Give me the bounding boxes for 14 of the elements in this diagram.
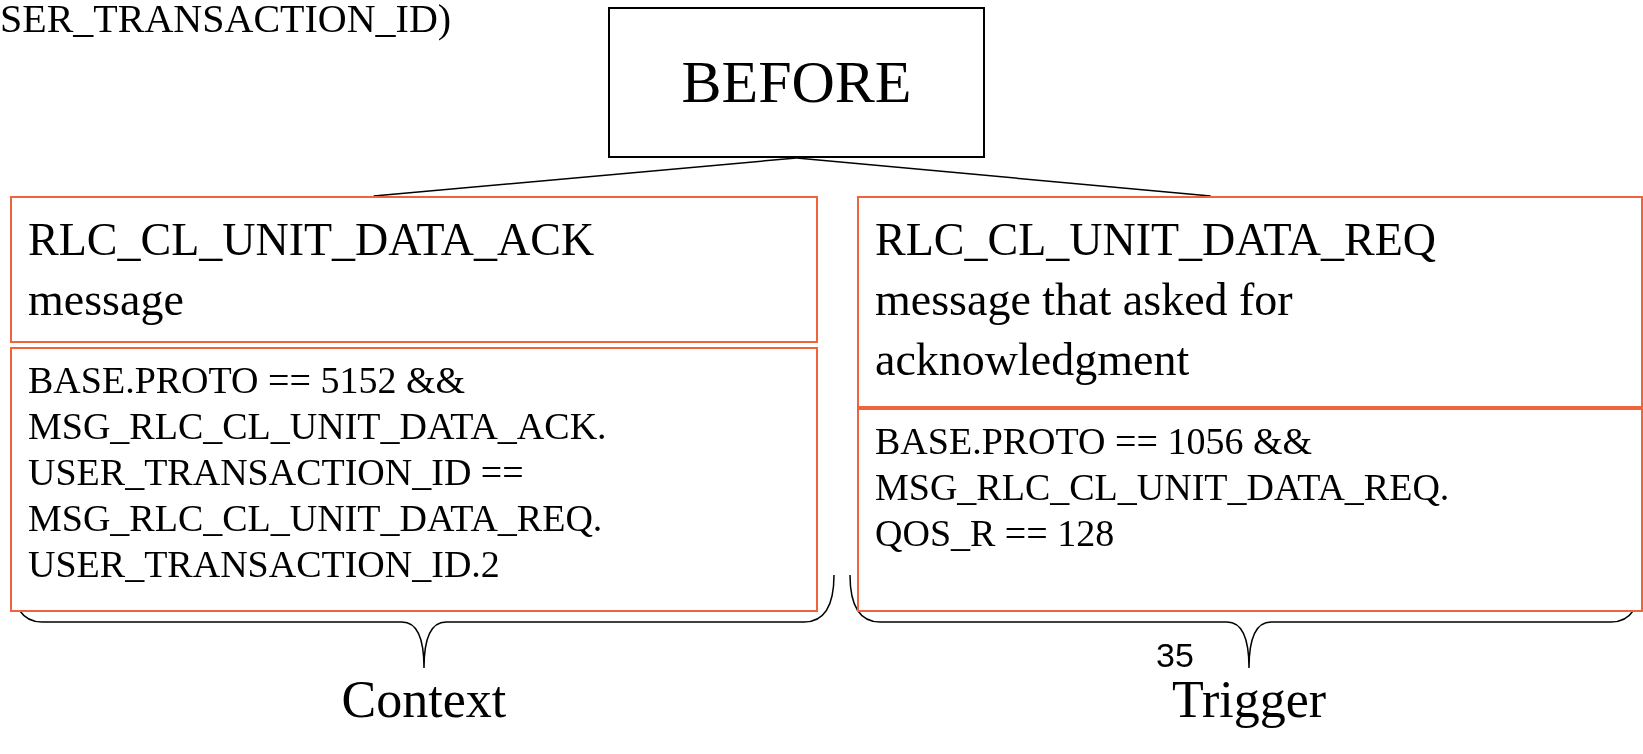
- condition-text: BASE.PROTO == 5152 && MSG_RLC_CL_UNIT_DATA_ACK. USER_TRANSACTION_ID == MSG_RLC_CL_UNIT_DATA_REQ. USER_TRANSACTION_ID.2: [28, 358, 608, 587]
- condition-box: [857, 408, 1643, 612]
- brace-label: Context: [341, 670, 507, 730]
- message-box: [857, 196, 1643, 408]
- message-text: RLC_CL_UNIT_DATA_REQ message that asked for acknowledgment: [875, 213, 1438, 387]
- connector-line: [372, 157, 798, 197]
- connector-line: [795, 157, 1212, 197]
- condition-text: BASE.PROTO == 1056 && MSG_RLC_CL_UNIT_DATA_REQ. QOS_R == 128: [875, 419, 1451, 556]
- condition-box: [10, 347, 818, 612]
- process-box: [608, 7, 985, 158]
- message-text: RLC_CL_UNIT_DATA_ACK message: [28, 213, 596, 327]
- cut-off-text: SER_TRANSACTION_ID): [0, 0, 452, 42]
- node-title: BEFORE: [681, 48, 912, 117]
- message-box: [10, 196, 818, 343]
